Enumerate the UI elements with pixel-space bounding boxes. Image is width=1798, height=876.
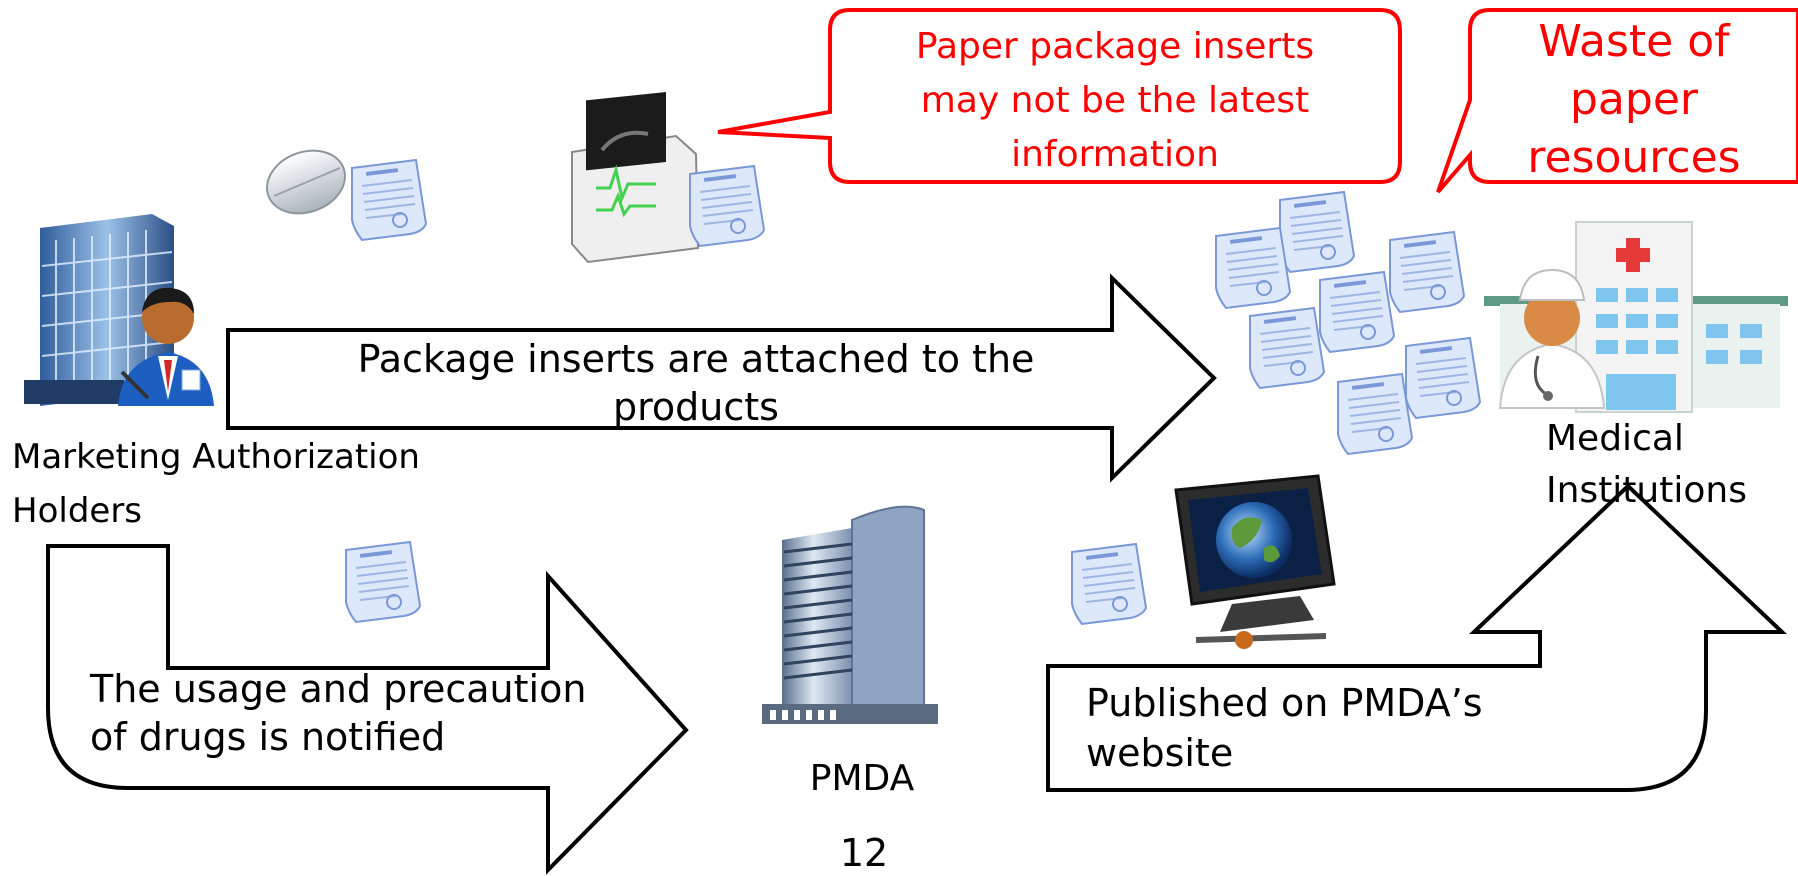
mah-label-line1: Marketing Authorization [12, 437, 420, 477]
arrow-attached-line1: Package inserts are attached to the [358, 337, 1035, 381]
arrow-published-website [1046, 483, 1788, 792]
callout-waste-of-paper [1436, 8, 1798, 194]
callout-latest-line3: information [1011, 134, 1219, 175]
pmda-tower-building-icon [762, 505, 938, 724]
package-insert-document-icon [1249, 307, 1325, 389]
package-insert-document-icon [345, 541, 421, 623]
medical-label-line2: Institutions [1546, 470, 1747, 511]
package-insert-document-icon [1319, 271, 1395, 353]
package-insert-document-icon [1389, 231, 1465, 313]
arrow-attached-line2: products [613, 385, 779, 429]
package-insert-document-icon [1279, 191, 1355, 273]
package-insert-document-icon [1405, 337, 1481, 419]
callout-waste-line2: paper [1570, 74, 1699, 125]
mah-label-line2: Holders [12, 491, 142, 531]
callout-waste-line3: resources [1527, 132, 1740, 183]
pill-icon [266, 149, 346, 215]
arrow-usage-notified [46, 544, 689, 875]
arrow-notified-line2: of drugs is notified [90, 715, 445, 759]
medical-monitor-device-icon [571, 92, 700, 264]
callout-latest-line1: Paper package inserts [916, 26, 1314, 67]
package-insert-document-icon [1071, 543, 1147, 625]
package-insert-document-icon [689, 165, 765, 247]
globe-computer-icon [1174, 474, 1336, 649]
arrow-published-line1: Published on PMDA’s [1086, 681, 1483, 725]
pmda-label: PMDA [810, 758, 915, 799]
arrow-notified-line1: The usage and precaution [89, 667, 586, 711]
office-building-businessman-icon [24, 214, 214, 406]
callout-waste-line1: Waste of [1538, 16, 1731, 67]
arrow-attached-to-products [226, 273, 1217, 483]
arrow-published-line2: website [1086, 731, 1233, 775]
callout-latest-information [717, 8, 1402, 184]
hospital-doctor-icon [1484, 221, 1788, 413]
package-insert-document-icon [1215, 227, 1291, 309]
package-insert-document-icon [1337, 373, 1413, 455]
page-number: 12 [840, 831, 888, 875]
medical-label-line1: Medical [1546, 418, 1684, 459]
package-insert-document-icon [351, 159, 427, 241]
callout-latest-line2: may not be the latest [921, 80, 1309, 121]
